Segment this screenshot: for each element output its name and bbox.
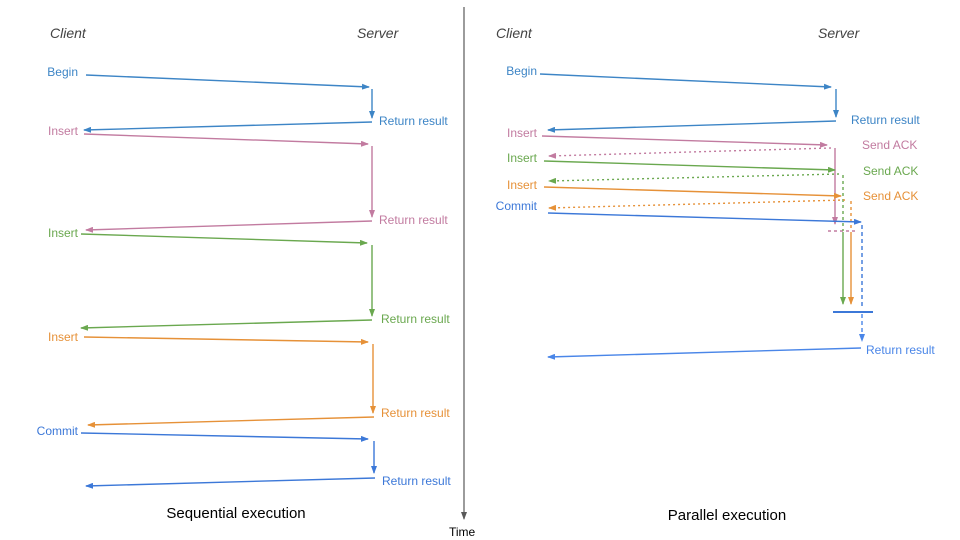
left-server-header: Server bbox=[357, 25, 399, 41]
par-final-result-label: Return result bbox=[866, 343, 935, 357]
par-commit-label: Commit bbox=[495, 199, 537, 213]
par-begin-label: Begin bbox=[506, 64, 537, 78]
seq-insert2-lines bbox=[80, 233, 375, 331]
seq-begin-result-label: Return result bbox=[379, 114, 448, 128]
seq-begin-lines bbox=[83, 74, 375, 133]
time-axis-label: Time bbox=[449, 525, 476, 539]
right-client-header: Client bbox=[496, 25, 532, 41]
left-panel-title: Sequential execution bbox=[166, 505, 306, 522]
par-insert3-lines bbox=[543, 186, 854, 305]
seq-insert1-lines bbox=[83, 133, 375, 233]
par-begin-result-label: Return result bbox=[851, 113, 920, 127]
right-server-header: Server bbox=[818, 25, 860, 41]
seq-insert3-label: Insert bbox=[47, 330, 78, 344]
par-insert1-label: Insert bbox=[506, 126, 537, 140]
seq-insert2-label: Insert bbox=[47, 226, 78, 240]
seq-begin-label: Begin bbox=[47, 65, 78, 79]
seq-commit-result-label: Return result bbox=[382, 474, 451, 488]
par-insert3-ack-label: Send ACK bbox=[863, 189, 919, 203]
seq-commit-label: Commit bbox=[36, 424, 78, 438]
par-insert2-label: Insert bbox=[506, 151, 537, 165]
par-insert2-ack-label: Send ACK bbox=[863, 164, 919, 178]
seq-insert1-label: Insert bbox=[47, 124, 78, 138]
seq-insert2-result-label: Return result bbox=[381, 312, 450, 326]
seq-commit-lines bbox=[80, 432, 377, 489]
seq-insert3-lines bbox=[83, 336, 376, 428]
right-panel-title: Parallel execution bbox=[667, 507, 787, 524]
par-commit-lines bbox=[547, 212, 873, 360]
par-insert1-ack-label: Send ACK bbox=[862, 138, 918, 152]
par-insert3-label: Insert bbox=[506, 178, 537, 192]
par-begin-lines bbox=[539, 73, 839, 133]
par-insert2-lines bbox=[543, 160, 846, 305]
seq-insert3-result-label: Return result bbox=[381, 406, 450, 420]
par-insert1-lines bbox=[541, 135, 856, 232]
left-client-header: Client bbox=[50, 25, 86, 41]
seq-insert1-result-label: Return result bbox=[379, 213, 448, 227]
